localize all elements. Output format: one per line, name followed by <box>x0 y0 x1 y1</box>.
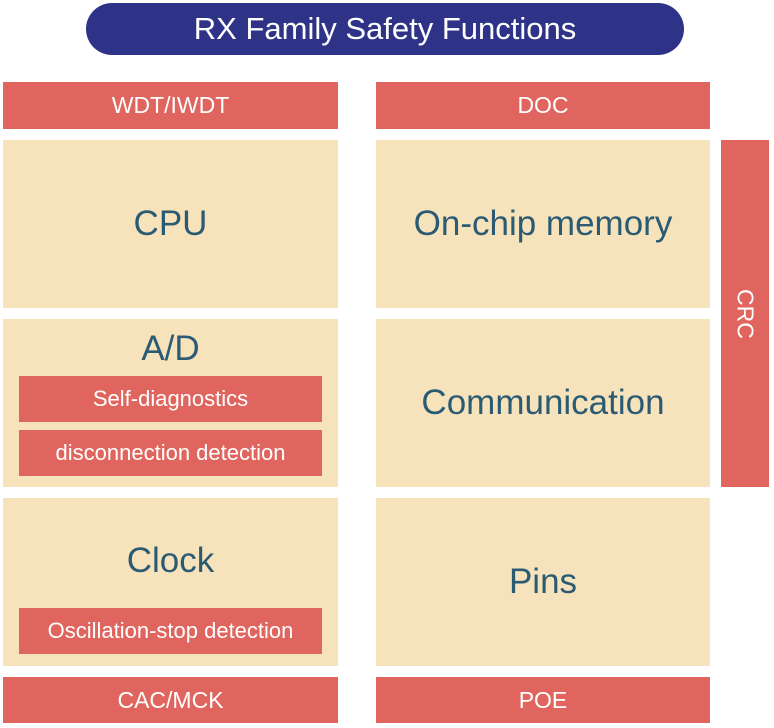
disconnection-detection-bar: disconnection detection <box>19 430 322 476</box>
wdt-iwdt-bar: WDT/IWDT <box>3 82 338 129</box>
ad-label: A/D <box>141 329 200 368</box>
on-chip-memory-block: On-chip memory <box>376 140 710 308</box>
crc-bar: CRC <box>721 140 769 487</box>
doc-bar: DOC <box>376 82 710 129</box>
poe-bar: POE <box>376 677 710 723</box>
clock-label: Clock <box>126 541 215 580</box>
communication-block: Communication <box>376 319 710 487</box>
self-diagnostics-bar: Self-diagnostics <box>19 376 322 422</box>
clock-block: Clock Oscillation-stop detection <box>3 498 338 666</box>
pins-block: Pins <box>376 498 710 666</box>
ad-block: A/D Self-diagnostics disconnection detec… <box>3 319 338 487</box>
cac-mck-bar: CAC/MCK <box>3 677 338 723</box>
cpu-block: CPU <box>3 140 338 308</box>
oscillation-stop-detection-bar: Oscillation-stop detection <box>19 608 322 654</box>
crc-label: CRC <box>732 288 759 339</box>
diagram-title: RX Family Safety Functions <box>86 3 684 55</box>
